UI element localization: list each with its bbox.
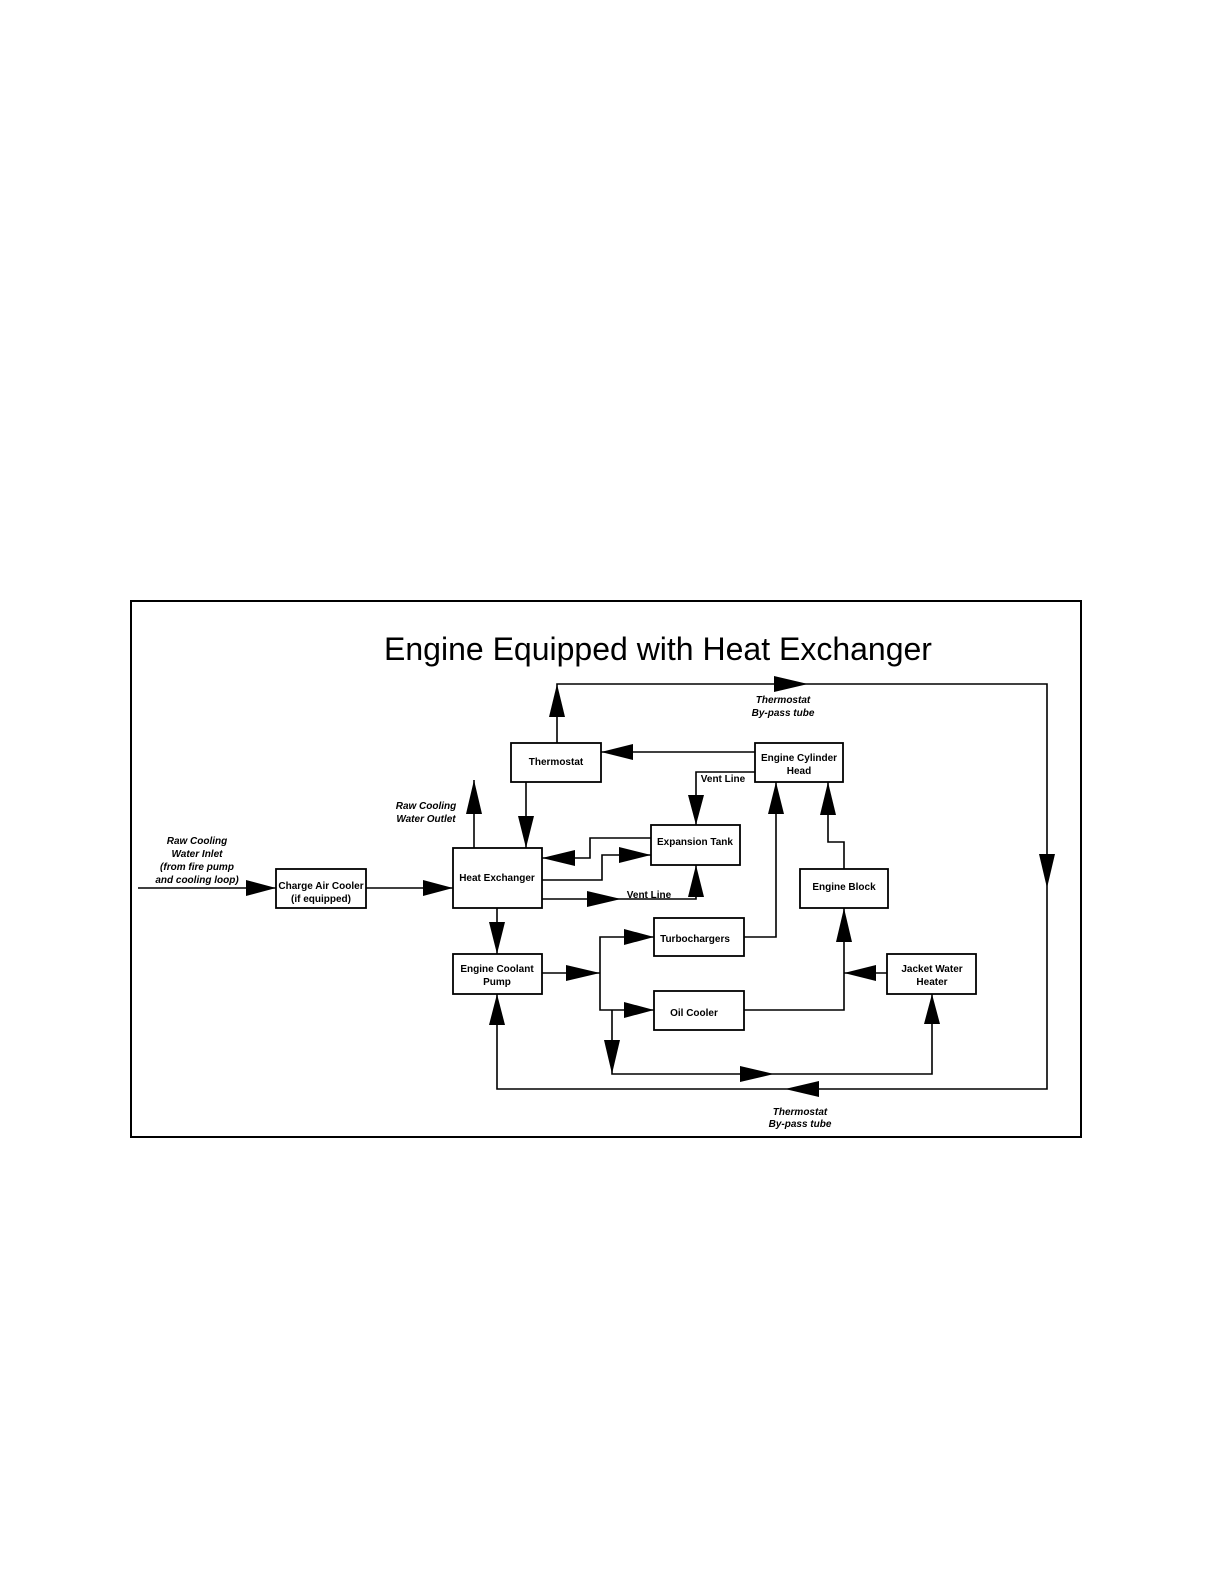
arrow-left-icon [542,850,575,866]
arrow-right-icon [774,676,808,692]
line-splitter [599,936,654,1011]
note-bypass-top: Thermostat By-pass tube [752,695,815,719]
annotation-line: Vent Line [627,890,672,901]
node-label: Pump [483,977,511,988]
arrow-right-icon [740,1066,774,1082]
node-label: Thermostat [529,757,584,768]
arrow-right-icon [624,929,654,945]
arrow-up-icon [549,684,565,717]
annotation-line: Water Outlet [396,814,456,825]
node-label: Oil Cooler [670,1008,718,1019]
arrow-up-icon [466,780,482,814]
arrow-right-icon [246,880,276,896]
arrow-right-icon [587,891,621,907]
node-expansion-tank: Expansion Tank [650,824,741,866]
node-label: Heater [916,977,947,988]
arrow-right-icon [423,880,453,896]
arrow-up-icon [768,782,784,814]
line-vent-bottom [542,865,697,900]
node-label: Engine Coolant [460,964,534,975]
note-vent-line-bottom: Vent Line [627,890,672,901]
arrow-right-icon [624,1002,654,1018]
node-engine-coolant-pump: Engine Coolant Pump [452,953,543,995]
arrow-down-icon [688,795,704,825]
node-jacket-water-heater: Jacket Water Heater [886,953,977,995]
arrow-right-icon [619,847,651,863]
annotation-line: Water Inlet [172,849,224,860]
arrow-right-icon [566,965,600,981]
arrow-left-icon [785,1081,819,1097]
annotation-line: Thermostat [773,1107,828,1118]
node-label: Engine Block [812,882,876,893]
annotation-line: and cooling loop) [155,875,239,886]
node-label: Expansion Tank [657,837,733,848]
annotation-line: By-pass tube [769,1119,832,1130]
annotation-line: Thermostat [756,695,811,706]
diagram-frame [130,600,1082,1138]
arrow-up-icon [489,994,505,1025]
arrow-up-icon [836,908,852,942]
node-label: Charge Air Cooler [278,881,363,892]
note-raw-outlet: Raw Cooling Water Outlet [396,801,457,825]
node-charge-air-cooler: Charge Air Cooler (if equipped) [275,868,367,909]
line-oil-to-block [744,908,845,1011]
node-engine-block: Engine Block [799,868,889,909]
node-oil-cooler: Oil Cooler [653,990,745,1031]
node-label: Turbochargers [660,934,730,945]
node-label: Head [787,766,811,777]
node-heat-exchanger: Heat Exchanger [452,847,543,909]
diagram-title: Engine Equipped with Heat Exchanger [384,631,932,667]
arrow-down-icon [604,1040,620,1074]
note-bypass-bottom: Thermostat By-pass tube [769,1107,832,1130]
annotation-line: (from fire pump [160,862,234,873]
node-engine-cylinder-head: Engine Cylinder Head [754,742,844,783]
arrow-up-icon [688,865,704,897]
arrow-left-icon [601,744,633,760]
node-label: Engine Cylinder [761,753,837,764]
flow-arrows [246,676,1055,1097]
arrow-down-icon [518,816,534,848]
note-vent-line-top: Vent Line [701,774,746,785]
annotation-line: By-pass tube [752,708,815,719]
node-thermostat: Thermostat [510,742,602,783]
annotation-line: Raw Cooling [167,836,228,847]
node-label: Heat Exchanger [459,873,535,884]
node-label: Jacket Water [901,964,962,975]
arrow-up-icon [924,994,940,1024]
arrow-down-icon [489,922,505,954]
annotation-line: Raw Cooling [396,801,457,812]
node-label: (if equipped) [291,894,351,905]
node-turbochargers: Turbochargers [653,917,745,957]
arrow-down-icon [1039,854,1055,888]
arrow-up-icon [820,782,836,815]
note-raw-inlet: Raw Cooling Water Inlet (from fire pump … [155,836,239,886]
line-turbo-to-head [744,782,777,938]
arrow-left-icon [844,965,876,981]
annotation-line: Vent Line [701,774,746,785]
